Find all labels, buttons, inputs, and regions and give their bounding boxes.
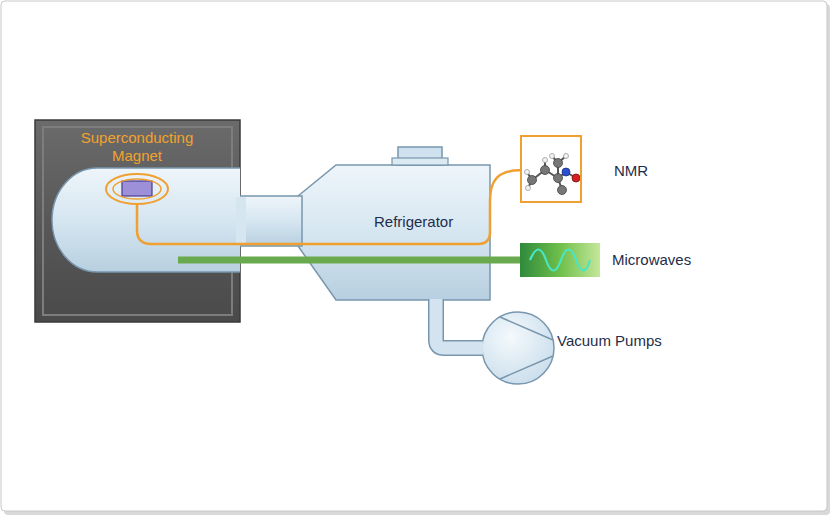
microwave-box: Microwaves <box>520 243 600 277</box>
wave-symbol <box>530 250 590 271</box>
connector <box>436 299 483 348</box>
cryostat-neck <box>230 196 302 246</box>
refrigerator-node: Refrigerator <box>336 165 490 300</box>
sample <box>122 181 152 196</box>
nmr-box: NMR <box>520 135 582 203</box>
connector <box>137 170 520 244</box>
nmr-coil <box>106 174 168 204</box>
pump-node: Vacuum Pumps <box>482 312 554 384</box>
node-label: Microwaves <box>612 251 691 269</box>
node-label: Refrigerator <box>374 213 453 231</box>
magnet-node: Superconducting Magnet <box>35 120 240 322</box>
node-label: Vacuum Pumps <box>557 332 662 350</box>
pump-pipe-outline <box>436 299 483 348</box>
waveguide <box>178 257 520 264</box>
microwave-source <box>520 243 600 277</box>
vacuum-pump <box>482 312 554 384</box>
cap-flange <box>392 158 448 165</box>
pump-symbol <box>500 317 553 379</box>
nmr-coil-inner <box>113 179 161 199</box>
refrigerator-body <box>298 165 490 300</box>
magnet-bore-tube <box>52 168 240 272</box>
molecule-icon <box>525 154 581 195</box>
connector <box>178 260 520 261</box>
nmr-line <box>137 170 520 244</box>
node-label: NMR <box>614 162 648 180</box>
tube-join <box>236 197 246 245</box>
node-label: Superconducting Magnet <box>62 129 212 165</box>
frame <box>1 1 827 511</box>
pump-pipe <box>436 299 483 348</box>
